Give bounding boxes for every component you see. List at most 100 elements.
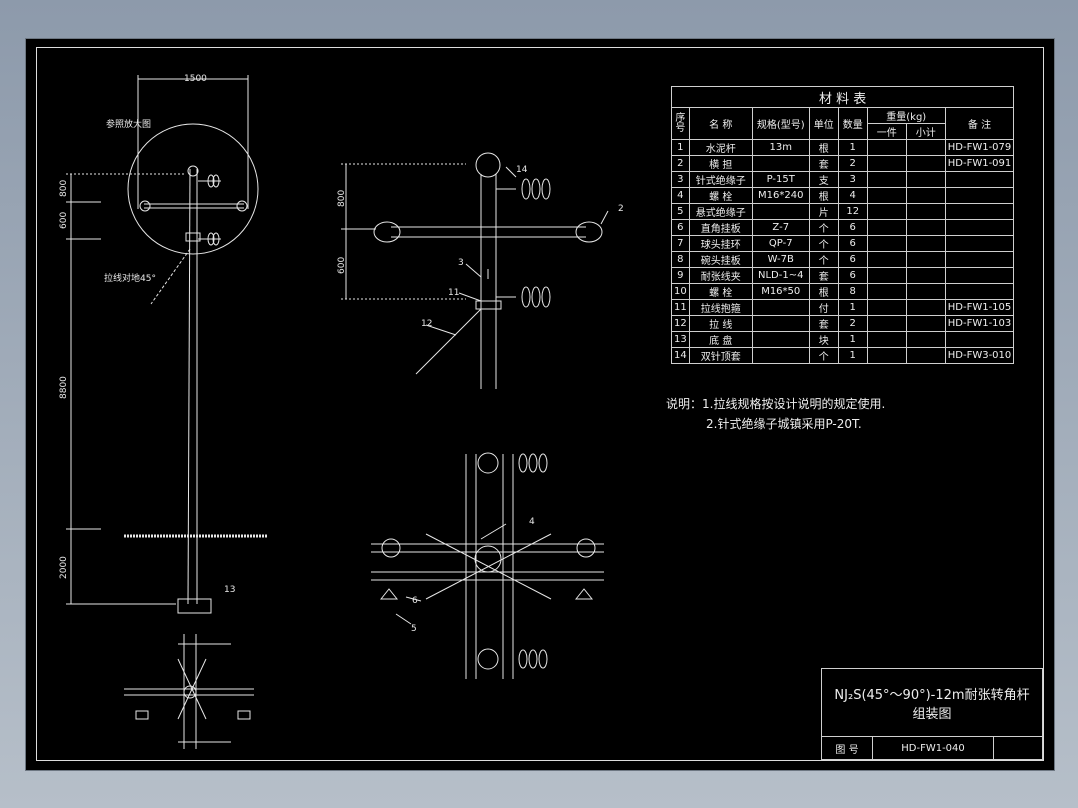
callout-6: 6 [412,596,418,606]
cell-weight [866,235,907,252]
drawing-no: HD-FW1-040 [873,737,994,760]
cell-no: 14 [671,347,690,364]
drawing-frame [36,47,1044,761]
dim-2000: 2000 [59,556,69,579]
callout-13: 13 [224,585,235,595]
cell-name: 螺 栓 [688,283,753,300]
cell-unit: 付 [808,299,839,316]
title-line-2: 组装图 [912,706,952,722]
cell-no: 1 [671,139,690,156]
cell-name: 拉 线 [688,315,753,332]
cell-remark [944,219,1015,236]
cell-weight [866,331,907,348]
cell-weight [866,315,907,332]
drawing-no-blank [994,737,1042,760]
cell-weight [905,331,946,348]
note-line-1: 说明：1.拉线规格按设计说明的规定使用. [666,397,886,411]
base-plate [177,598,212,614]
cell-spec [751,299,810,316]
drawing-no-row: 图 号 HD-FW1-040 [822,737,1042,760]
cell-remark [944,235,1015,252]
dim-800-detail: 800 [337,190,347,207]
cell-weight [866,187,907,204]
cell-weight [905,267,946,284]
cell-spec [751,203,810,220]
cell-name: 螺 栓 [688,187,753,204]
header-weight: 重量(kg) [866,107,946,124]
header-unit: 单位 [808,107,839,140]
cell-qty: 1 [837,347,868,364]
cell-remark [944,283,1015,300]
cell-weight [866,347,907,364]
cell-name: 悬式绝缘子 [688,203,753,220]
cell-name: 双针顶套 [688,347,753,364]
cell-qty: 2 [837,155,868,172]
cell-remark [944,267,1015,284]
callout-3: 3 [458,258,464,268]
cell-qty: 6 [837,251,868,268]
cell-weight [905,155,946,172]
notes: 说明：1.拉线规格按设计说明的规定使用. 2.针式绝缘子城镇采用P-20T. [666,394,885,434]
cell-no: 11 [671,299,690,316]
title-block-title: NJ₂S(45°～90°)-12m耐张转角杆 组装图 [822,669,1042,737]
cell-qty: 6 [837,267,868,284]
cell-qty: 1 [837,139,868,156]
cell-weight [866,251,907,268]
cell-remark: HD-FW1-105 [944,299,1015,316]
cell-weight [866,139,907,156]
title-line-1: NJ₂S(45°～90°)-12m耐张转角杆 [834,687,1030,703]
cell-unit: 块 [808,331,839,348]
cell-spec: NLD-1~4 [751,267,810,284]
cell-remark: HD-FW3-010 [944,347,1015,364]
cell-weight [905,315,946,332]
cell-unit: 套 [808,155,839,172]
cell-weight [866,203,907,220]
cell-no: 3 [671,171,690,188]
cell-spec: Z-7 [751,219,810,236]
cell-no: 4 [671,187,690,204]
cell-spec [751,315,810,332]
cell-spec [751,347,810,364]
cell-remark: HD-FW1-103 [944,315,1015,332]
header-qty: 数量 [837,107,868,140]
cell-unit: 套 [808,315,839,332]
cell-qty: 8 [837,283,868,300]
callout-14: 14 [516,165,528,175]
cell-no: 9 [671,267,690,284]
detail-label: 参照放大图 [106,118,151,130]
cell-no: 12 [671,315,690,332]
pole-left-edge [187,168,191,605]
note-line-2: 2.针式绝缘子城镇采用P-20T. [706,417,862,431]
cell-remark: HD-FW1-091 [944,155,1015,172]
dim-8800: 8800 [59,376,69,399]
cell-qty: 2 [837,315,868,332]
cell-weight [905,299,946,316]
cell-qty: 6 [837,235,868,252]
cell-weight [866,171,907,188]
cell-spec: P-15T [751,171,810,188]
cell-weight [905,251,946,268]
cell-unit: 根 [808,187,839,204]
cell-weight [866,219,907,236]
dim-600-left: 600 [59,212,69,229]
cell-qty: 12 [837,203,868,220]
drawing-no-label: 图 号 [822,737,873,760]
cell-weight [905,283,946,300]
cell-name: 直角挂板 [688,219,753,236]
cell-remark [944,251,1015,268]
dim-1500: 1500 [184,74,207,84]
header-weight-each: 一件 [866,123,907,140]
guy-label: 拉线对地45° [104,272,156,284]
cell-spec: M16*240 [751,187,810,204]
cell-name: 针式绝缘子 [688,171,753,188]
cell-no: 13 [671,331,690,348]
header-index: 序号 [671,107,690,140]
cell-spec: QP-7 [751,235,810,252]
header-weight-total: 小计 [905,123,946,140]
